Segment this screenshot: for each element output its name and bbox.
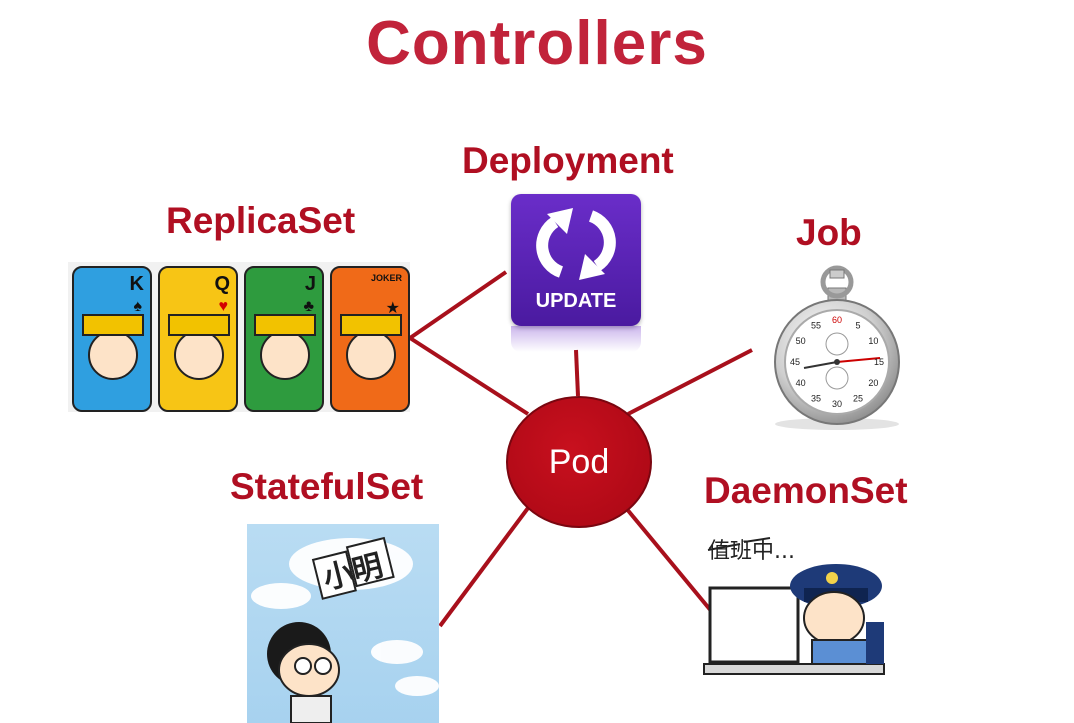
pod-label: Pod <box>548 442 610 481</box>
card-rank: Q <box>214 273 230 295</box>
update-icon-text: UPDATE <box>535 290 617 312</box>
statefulset-label: StatefulSet <box>230 466 424 507</box>
dial-number: 60 <box>832 315 842 325</box>
dial-number: 5 <box>855 321 860 331</box>
dial-number: 35 <box>811 393 821 403</box>
update-icon-reflection <box>511 326 641 352</box>
card-suit: ♣ <box>303 298 315 315</box>
deployment-label: Deployment <box>462 140 674 181</box>
card-rank: K <box>129 273 144 295</box>
card-rank: JOKER <box>370 273 402 283</box>
pod-node: Pod <box>506 396 652 528</box>
line-job <box>627 348 753 416</box>
card-crown <box>168 314 230 336</box>
card-jack: J♣ <box>244 266 324 412</box>
replicaset-label: ReplicaSet <box>166 200 356 241</box>
card-suit: ♠ <box>133 298 143 315</box>
update-icon: UPDATE <box>511 194 641 326</box>
dial-number: 30 <box>832 399 842 409</box>
cartoon-boy-image: 小明 <box>247 524 439 723</box>
dial-number: 50 <box>796 336 806 346</box>
dial-number: 25 <box>853 393 863 403</box>
card-face <box>260 330 310 380</box>
card-crown <box>254 314 316 336</box>
page-title: Controllers <box>366 9 708 78</box>
line-replicaset-a <box>408 270 508 340</box>
card-king: K♠ <box>72 266 152 412</box>
line-statefulset <box>438 506 530 628</box>
stopwatch-icon: 60 5 10 15 20 25 30 35 40 45 50 55 <box>774 265 900 430</box>
playing-cards-image: K♠ Q♥ J♣ JOKER★ <box>68 262 410 412</box>
card-crown <box>340 314 402 336</box>
refresh-arrows-icon <box>536 208 616 280</box>
card-suit: ★ <box>385 300 400 317</box>
line-replicaset-b <box>408 336 530 416</box>
dial-number: 40 <box>796 378 806 388</box>
card-face <box>346 330 396 380</box>
line-daemonset <box>624 506 714 614</box>
card-face <box>174 330 224 380</box>
card-joker: JOKER ★ <box>330 266 410 412</box>
dial-number: 10 <box>868 336 878 346</box>
dial-number: 15 <box>874 357 884 367</box>
card-face <box>88 330 138 380</box>
dial-number: 55 <box>811 321 821 331</box>
daemonset-label: DaemonSet <box>704 470 908 511</box>
card-suit: ♥ <box>218 298 229 315</box>
job-label: Job <box>796 212 862 253</box>
card-crown <box>82 314 144 336</box>
dial-number: 45 <box>790 357 800 367</box>
card-rank: J <box>304 273 316 295</box>
card-queen: Q♥ <box>158 266 238 412</box>
police-on-duty-image: 值班中... <box>703 537 885 675</box>
duty-caption: 值班中... <box>708 539 795 564</box>
dial-number: 20 <box>868 378 878 388</box>
line-deployment <box>574 349 580 397</box>
